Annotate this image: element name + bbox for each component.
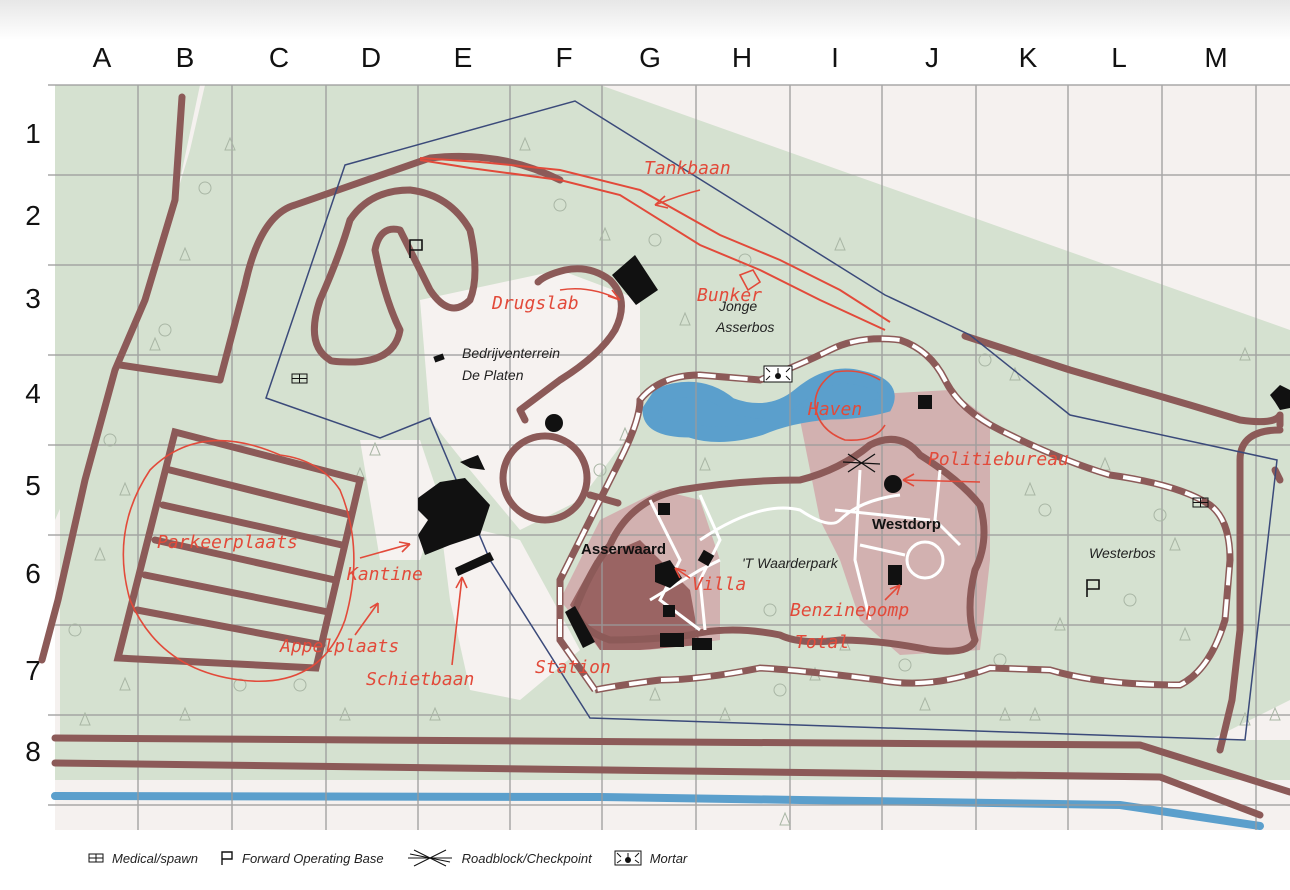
legend-band bbox=[0, 832, 1290, 890]
place-label-westdorp: Westdorp bbox=[872, 516, 941, 533]
grid-row-label: 2 bbox=[25, 200, 41, 231]
legend-item-mortar: Mortar bbox=[614, 849, 688, 867]
medical-icon[interactable] bbox=[1192, 497, 1209, 508]
fob-flag-icon bbox=[221, 851, 233, 865]
annotation-bunker: Bunker bbox=[697, 285, 763, 306]
place-label-jonge: Jonge bbox=[719, 298, 758, 314]
medical-icon[interactable] bbox=[291, 373, 308, 384]
grid-column-label: C bbox=[268, 42, 290, 73]
annotation-benzinepomp: Benzinepomp bbox=[790, 600, 910, 621]
grid-column-label: I bbox=[831, 42, 839, 73]
fob-flag-icon[interactable] bbox=[1086, 579, 1100, 597]
legend-item-fob: Forward Operating Base bbox=[220, 850, 384, 866]
place-label-waarderpark: 'T Waarderpark bbox=[742, 555, 838, 571]
grid-column-label: K bbox=[1018, 42, 1038, 73]
annotation-tankbaan: Tankbaan bbox=[644, 158, 731, 179]
grid-column-label: J bbox=[925, 42, 939, 73]
road-network bbox=[38, 93, 1290, 819]
annotation-marks bbox=[122, 189, 981, 682]
buildings bbox=[418, 255, 1290, 650]
grid-column-label: L bbox=[1111, 42, 1127, 73]
grid-row-label: 7 bbox=[25, 655, 41, 686]
place-label-bedrijventerrein: Bedrijventerrein bbox=[462, 345, 561, 361]
legend-label-roadblock: Roadblock/Checkpoint bbox=[461, 850, 592, 866]
grid-row-label: 6 bbox=[25, 558, 41, 589]
annotation-total: Total bbox=[795, 632, 850, 653]
grid-column-label: M bbox=[1204, 42, 1228, 73]
top-shadow bbox=[0, 0, 1290, 40]
annotation-station: Station bbox=[535, 657, 611, 678]
annotation-appelplaats: Appelplaats bbox=[280, 636, 400, 657]
parking-lot bbox=[113, 427, 365, 672]
tank-track bbox=[419, 157, 891, 331]
grid-column-label: E bbox=[453, 42, 473, 73]
legend-label-mortar: Mortar bbox=[649, 850, 688, 866]
roadblock-icon[interactable] bbox=[842, 453, 881, 473]
annotation-kantine: Kantine bbox=[347, 564, 423, 585]
legend-label-fob: Forward Operating Base bbox=[242, 850, 384, 866]
mortar-icon bbox=[614, 850, 642, 866]
legend-item-medical: Medical/spawn bbox=[88, 851, 198, 866]
grid-row-label: 8 bbox=[25, 736, 41, 767]
grid-column-label: H bbox=[731, 42, 753, 73]
grid-row-label: 5 bbox=[25, 470, 41, 501]
grid-column-label: D bbox=[360, 42, 382, 73]
annotation-parkeerplaats: Parkeerplaats bbox=[157, 532, 298, 553]
mortar-icon[interactable] bbox=[763, 365, 793, 383]
perimeter-road-dashes bbox=[558, 336, 1233, 692]
annotation-schietbaan: Schietbaan bbox=[366, 669, 475, 690]
grid-column-label: F bbox=[555, 42, 573, 73]
place-label-asserwaard: Asserwaard bbox=[581, 541, 667, 558]
annotation-drugslab: Drugslab bbox=[492, 293, 579, 314]
place-label-westerbos: Westerbos bbox=[1089, 545, 1156, 561]
legend-item-roadblock: Roadblock/Checkpoint bbox=[406, 848, 592, 868]
annotation-haven: Haven bbox=[808, 399, 863, 420]
annotation-politiebureau: Politiebureau bbox=[928, 449, 1069, 470]
map-legend: Medical/spawn Forward Operating Base Roa… bbox=[88, 846, 709, 870]
place-label-de-platen: De Platen bbox=[462, 367, 524, 383]
grid-column-label: B bbox=[175, 42, 195, 73]
fob-flag-icon[interactable] bbox=[409, 239, 423, 258]
legend-label-medical: Medical/spawn bbox=[112, 850, 198, 866]
grid-row-label: 3 bbox=[25, 283, 41, 314]
grid-column-label: A bbox=[92, 42, 112, 73]
grid-column-label: G bbox=[639, 42, 661, 73]
roadblock-icon bbox=[407, 849, 452, 867]
tree-symbols bbox=[68, 136, 1281, 826]
annotation-villa: Villa bbox=[692, 574, 747, 595]
place-label-asserbos: Asserbos bbox=[716, 319, 775, 335]
grid-row-label: 4 bbox=[25, 378, 41, 409]
medical-icon bbox=[88, 853, 104, 863]
area-boundary bbox=[265, 100, 1278, 741]
grid-row-label: 1 bbox=[25, 118, 41, 149]
